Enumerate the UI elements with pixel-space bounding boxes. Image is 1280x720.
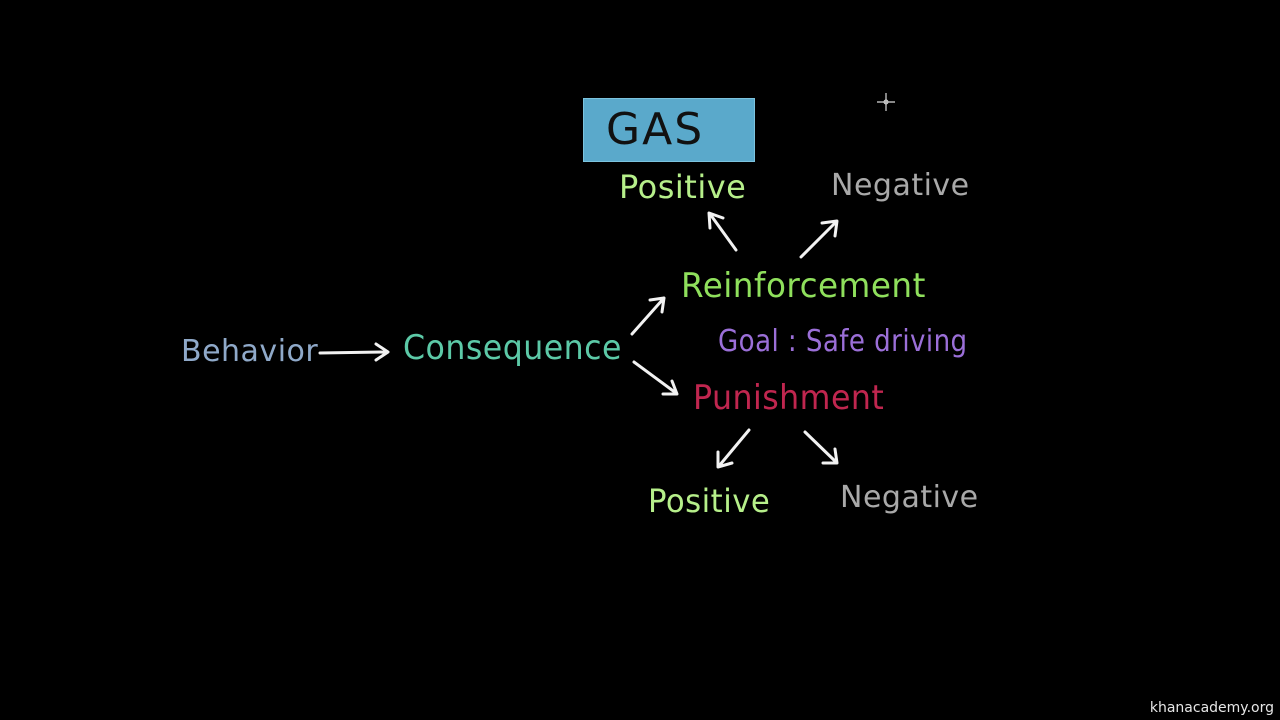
reinforcement-positive-label: Positive [619, 168, 747, 206]
arrow-behavior-to-consequence [318, 342, 390, 362]
reinforcement-negative-label: Negative [831, 168, 970, 203]
arrow-punishment-to-negative [803, 430, 839, 465]
gas-box: GAS [583, 98, 755, 162]
arrow-punishment-to-positive [716, 428, 751, 469]
punishment-label: Punishment [693, 378, 885, 418]
arrow-reinforcement-to-positive [707, 211, 738, 252]
punishment-positive-label: Positive [648, 482, 771, 520]
goal-label: Goal : Safe driving [718, 324, 968, 359]
punishment-negative-label: Negative [840, 480, 979, 515]
arrow-consequence-to-punishment [632, 360, 679, 396]
gas-box-label: GAS [606, 104, 705, 155]
arrow-reinforcement-to-negative [799, 219, 839, 259]
behavior-label: Behavior [181, 334, 319, 369]
consequence-label: Consequence [403, 328, 622, 368]
watermark: khanacademy.org [1149, 700, 1274, 716]
crosshair-cursor-icon [877, 93, 895, 111]
arrow-consequence-to-reinforcement [630, 296, 666, 336]
reinforcement-label: Reinforcement [681, 266, 926, 306]
